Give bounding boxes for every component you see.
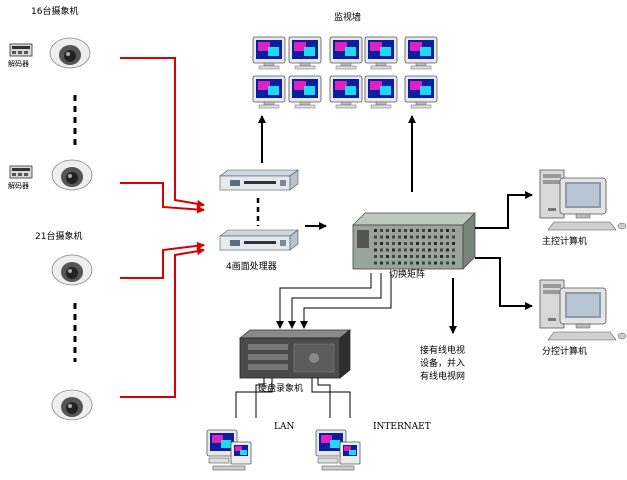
internet-computer-icon bbox=[315, 429, 361, 471]
decoder-icon bbox=[9, 43, 33, 57]
network-lines bbox=[235, 378, 351, 418]
decoder-label-top: 解码器 bbox=[8, 60, 29, 68]
decoder-label-mid: 解码器 bbox=[8, 182, 29, 190]
decoder-icon bbox=[9, 165, 33, 179]
camera-group-2 bbox=[51, 254, 93, 421]
matrix-port-grid bbox=[374, 229, 455, 265]
lan-label: LAN bbox=[274, 422, 295, 432]
camera-group-1 bbox=[9, 37, 93, 191]
dome-camera-icon bbox=[49, 37, 91, 69]
dome-camera-icon bbox=[51, 159, 93, 191]
lan-computer-icon bbox=[206, 429, 252, 471]
camera-group-2-title: 21台摄象机 bbox=[35, 232, 83, 242]
video-lines bbox=[120, 57, 205, 398]
switch-matrix-device bbox=[352, 212, 476, 270]
sub-computer-label: 分控计算机 bbox=[542, 347, 588, 357]
sub-computer-icon bbox=[539, 279, 627, 341]
dome-camera-icon bbox=[51, 389, 93, 421]
monitor-wall-label: 监视墙 bbox=[334, 13, 362, 23]
dvr-feed-lines bbox=[276, 273, 392, 329]
main-computer-icon bbox=[539, 169, 627, 231]
quad-processor-label: 4画面处理器 bbox=[226, 262, 277, 272]
monitor-wall bbox=[252, 36, 438, 109]
camera-group-1-title: 16台摄象机 bbox=[31, 7, 79, 17]
cable-tv-label: 接有线电视 设备，并入 有线电视网 bbox=[420, 346, 466, 382]
dome-camera-icon bbox=[51, 254, 93, 286]
main-computer-label: 主控计算机 bbox=[542, 237, 588, 247]
signal-lines bbox=[258, 115, 533, 334]
dvr-device bbox=[239, 329, 351, 379]
switch-matrix-label: 切换矩阵 bbox=[389, 270, 426, 280]
dvr-label: 硬盘录象机 bbox=[258, 384, 304, 394]
internet-label: INTERNAET bbox=[373, 422, 431, 432]
quad-processor-stack bbox=[219, 169, 299, 251]
